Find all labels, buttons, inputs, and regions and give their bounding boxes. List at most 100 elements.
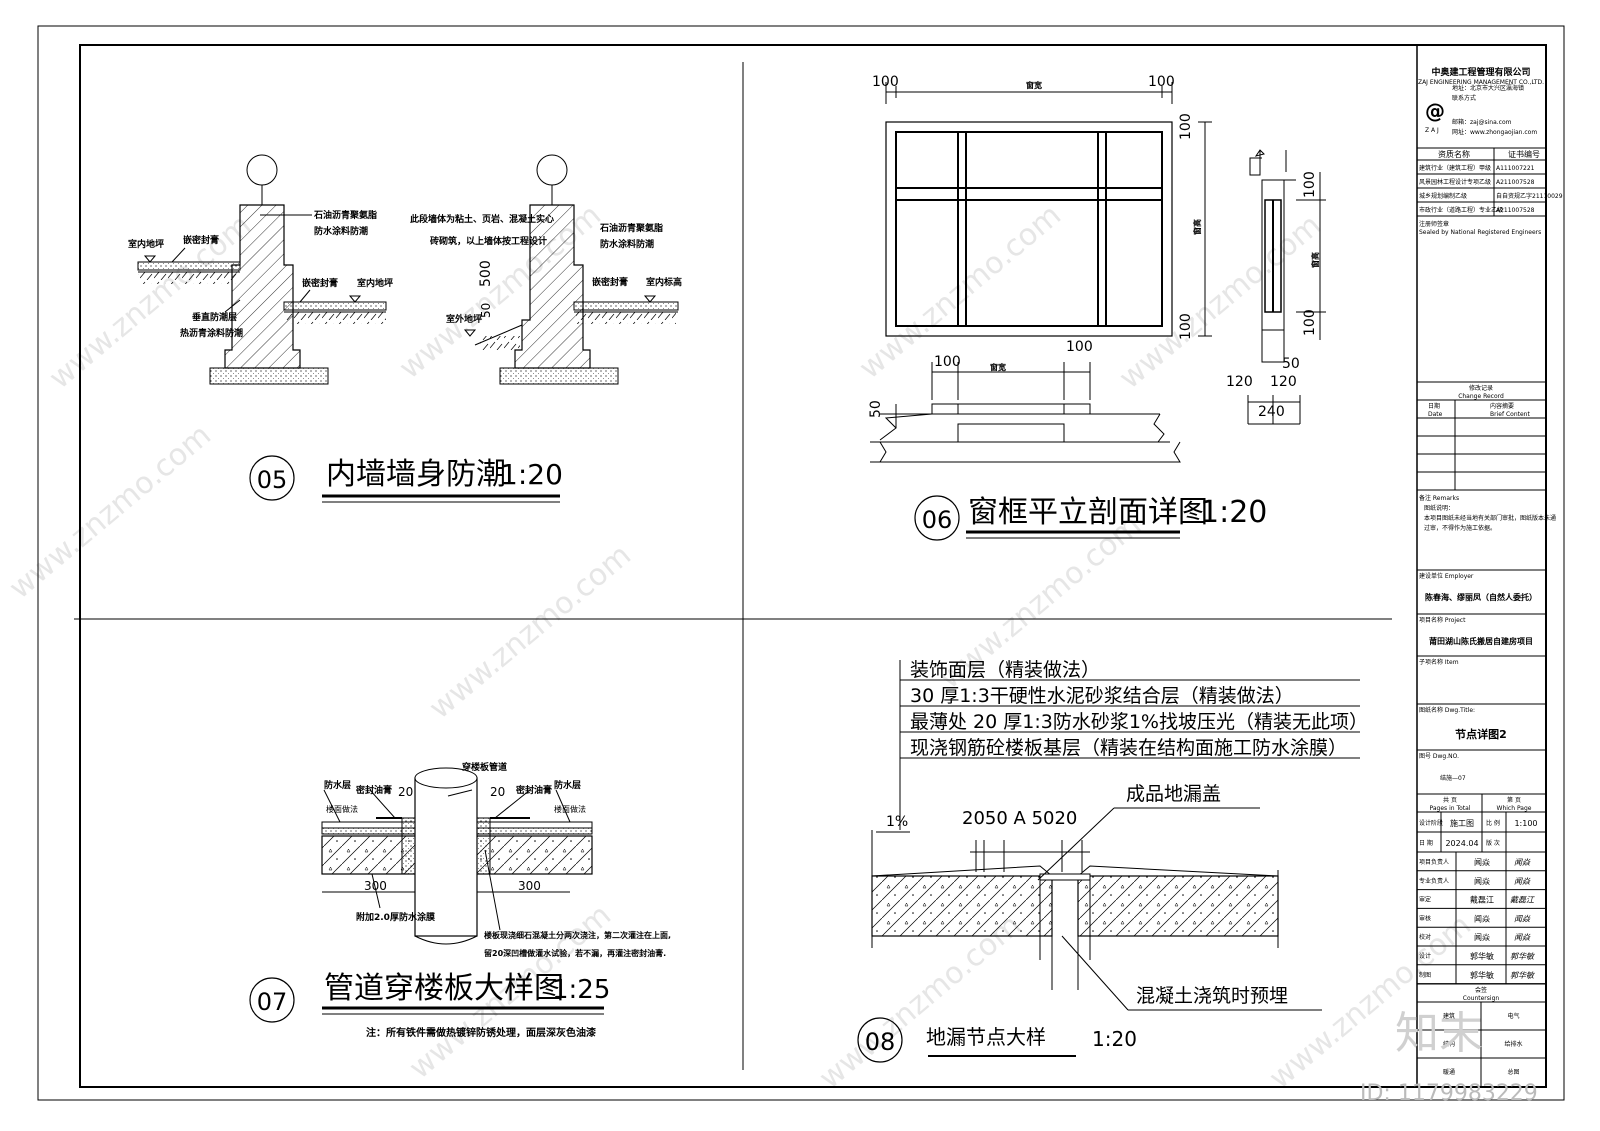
watermark: www.znzmo.com xyxy=(423,538,638,727)
countersign-cell: 暖通 xyxy=(1443,1068,1455,1076)
seal-cn: 注册师签章 xyxy=(1419,220,1449,228)
scale-label: 比 例 xyxy=(1486,819,1500,827)
label-floor-finish: 楼面做法 xyxy=(326,804,358,814)
role-label: 专业负责人 xyxy=(1419,877,1449,885)
label-hot-asphalt: 热沥青涂料防潮 xyxy=(180,327,243,339)
phase: 施工图 xyxy=(1450,818,1474,828)
label-waterproof: 防水涂料防潮 xyxy=(600,238,654,250)
detail-number: 05 xyxy=(257,466,288,494)
label-seal: 嵌密封膏 xyxy=(183,234,219,246)
item-label: 子项名称 Item xyxy=(1419,658,1459,666)
layer-1: 装饰面层（精装做法） xyxy=(910,659,1100,681)
seal-en: Sealed by National Registered Engineers xyxy=(1419,229,1541,236)
role-signature: 郭华敏 xyxy=(1510,952,1535,961)
dim-240: 240 xyxy=(1258,404,1285,420)
countersign-grid: 建筑电气结构给排水暖通总图 xyxy=(1417,1002,1546,1087)
role-label: 审核 xyxy=(1419,914,1431,922)
detail-title: 管道穿楼板大样图 xyxy=(324,971,564,1006)
dwgno: 结施—07 xyxy=(1440,774,1466,782)
detail-scale: 1:25 xyxy=(552,975,610,1005)
countersign-cell: 建筑 xyxy=(1443,1012,1455,1020)
label-floor-finish: 楼面做法 xyxy=(554,804,586,814)
qual-header: 资质名称 xyxy=(1438,149,1470,159)
axis-bubble xyxy=(246,154,278,186)
date-header-en: Date xyxy=(1428,411,1443,418)
label-asphalt: 石油沥青聚氨脂 xyxy=(599,222,663,234)
role-signature: 闻焱 xyxy=(1514,858,1531,867)
dim-100: 100 xyxy=(1178,113,1194,140)
dim-500: 500 xyxy=(478,260,494,287)
qual-number: A211007528 xyxy=(1496,207,1535,214)
dim-300: 300 xyxy=(518,879,541,893)
detail-number-bubble xyxy=(249,455,295,501)
countersign-cell: 总图 xyxy=(1507,1068,1519,1076)
date-header: 日期 xyxy=(1428,402,1440,410)
detail-title: 窗框平立剖面详图 xyxy=(968,495,1208,530)
address-1: 地址：北京市大兴区瀛海镇 xyxy=(1452,84,1524,92)
address-2: 联系方式 xyxy=(1452,94,1476,102)
role-label: 审定 xyxy=(1419,896,1431,904)
detail-number-bubble xyxy=(914,495,960,541)
dim-100: 100 xyxy=(1148,74,1175,90)
label-grout-1: 楼板现浇细石混凝土分两次浇注，第二次灌注在上面, xyxy=(484,930,671,940)
label-note: 注：所有铁件需做热镀锌防锈处理，面层深灰色油漆 xyxy=(366,1026,596,1039)
dim-window-height: 窗高 xyxy=(1192,219,1202,235)
drawing-title: 节点详图2 xyxy=(1455,727,1507,741)
label-asphalt: 石油沥青聚氨脂 xyxy=(313,209,377,221)
detail-08: 装饰面层（精装做法） 30 厚1:3干硬性水泥砂浆结合层（精装做法） 最薄处 2… xyxy=(857,659,1368,1063)
version-label: 版 次 xyxy=(1486,839,1500,847)
role-signature: 闻焱 xyxy=(1514,914,1531,923)
floor-right xyxy=(283,301,387,311)
role-name: 郭华敏 xyxy=(1470,951,1494,961)
detail-number: 06 xyxy=(922,506,953,534)
dim-100: 100 xyxy=(1302,171,1318,198)
role-name: 闻焱 xyxy=(1474,858,1490,867)
label-waterproof: 防水层 xyxy=(554,779,581,791)
pages-total-en: Pages in Total xyxy=(1430,805,1471,812)
dim-100: 100 xyxy=(934,354,961,370)
detail-06: 100 窗宽 100 100 窗高 100 100 窗高 100 xyxy=(868,74,1326,541)
watermark: www.znzmo.com xyxy=(3,418,218,607)
remarks-text: 过审，不得作为施工依据。 xyxy=(1424,524,1496,532)
remarks-text: 本项目图纸未经当地有关部门审批，图纸版本未通 xyxy=(1424,514,1556,522)
dim-20: 20 xyxy=(398,785,413,799)
role-label: 项目负责人 xyxy=(1419,858,1449,866)
date-label: 日 期 xyxy=(1419,839,1433,847)
role-signature: 闻焱 xyxy=(1514,933,1531,942)
role-name: 闻焱 xyxy=(1474,914,1490,923)
id-label: ID: 1179983229 xyxy=(1360,1081,1538,1106)
dim-plan-width: 窗宽 xyxy=(990,362,1006,372)
label-seal-right: 嵌密封膏 xyxy=(302,277,338,289)
role-name: 郭华敏 xyxy=(1470,970,1494,980)
qual-header: 证书编号 xyxy=(1508,149,1540,159)
role-label: 制图 xyxy=(1419,971,1431,979)
qual-name: 市政行业（道路工程）专业乙级 xyxy=(1419,206,1503,214)
window-frame-outer xyxy=(885,121,1173,337)
role-name: 闻焱 xyxy=(1474,933,1490,942)
dim-50: 50 xyxy=(868,400,884,418)
dim-window-width: 窗宽 xyxy=(1026,80,1042,90)
dim-section-height: 窗高 xyxy=(1310,252,1320,268)
qual-number: 自自资规乙字21110029 xyxy=(1496,192,1563,200)
qual-number: A211007528 xyxy=(1496,179,1535,186)
role-name: 闻焱 xyxy=(1474,877,1490,886)
brand-logo: 知末 xyxy=(1395,1008,1483,1059)
label-sealant: 密封油膏 xyxy=(355,784,392,796)
floor-right xyxy=(573,301,679,311)
which-page: 第 页 xyxy=(1507,796,1521,804)
detail-number: 08 xyxy=(865,1028,896,1056)
drain-dims: 2050 A 5020 xyxy=(962,808,1077,829)
layer-3: 最薄处 20 厚1:3防水砂浆1%找坡压光（精装无此项） xyxy=(910,711,1368,733)
date-value: 2024.04 xyxy=(1445,839,1478,848)
detail-title: 地漏节点大样 xyxy=(926,1025,1046,1049)
window-frame-inner xyxy=(895,131,1163,327)
qual-number: A111007221 xyxy=(1496,165,1535,172)
label-note-1: 此段墙体为粘土、页岩、混凝土实心 xyxy=(410,213,554,225)
label-extra-membrane: 附加2.0厚防水涂膜 xyxy=(356,911,436,923)
label-seal: 嵌密封膏 xyxy=(592,276,628,288)
foundation-pad xyxy=(499,367,619,385)
employer-name: 陈春海、缪丽凤（自然人委托） xyxy=(1425,592,1537,602)
signature-rows: 项目负责人闻焱闻焱专业负责人闻焱闻焱审定戴磊江戴磊江审核闻焱闻焱校对闻焱闻焱设计… xyxy=(1417,852,1546,985)
countersign-label: 会签 xyxy=(1475,986,1487,994)
dwgno-label: 图号 Dwg.NO. xyxy=(1419,753,1459,760)
